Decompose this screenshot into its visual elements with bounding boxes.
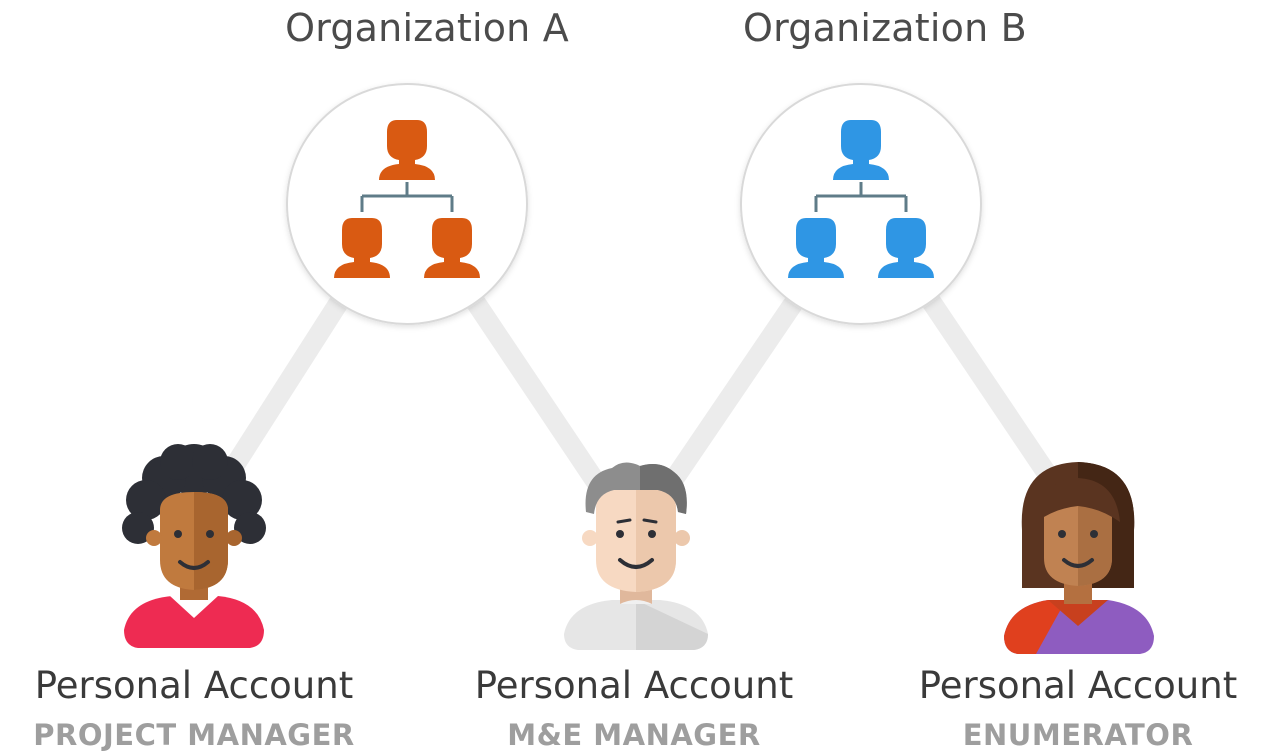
connector-org-a-to-account-2	[452, 272, 610, 498]
account-1-role: PROJECT MANAGER	[33, 718, 355, 752]
org-a-node	[286, 83, 528, 325]
account-1-title: Personal Account	[34, 664, 354, 707]
connector-org-b-to-account-3	[908, 272, 1068, 500]
account-3-role: ENUMERATOR	[962, 718, 1194, 752]
org-b-title: Organization B	[743, 6, 1027, 50]
account-2-role: M&E MANAGER	[507, 718, 761, 752]
org-b-node	[740, 83, 982, 325]
long-hair-person-avatar	[1004, 462, 1154, 654]
org-chart-icon	[334, 120, 480, 278]
account-3-title: Personal Account	[918, 664, 1238, 707]
curly-hair-person-avatar	[122, 444, 266, 648]
connector-org-b-to-account-2	[658, 272, 818, 498]
org-a-title: Organization A	[285, 6, 569, 50]
grey-hair-person-avatar	[564, 462, 708, 650]
connector-org-a-to-account-1	[218, 272, 362, 486]
account-2-title: Personal Account	[474, 664, 794, 707]
org-chart-icon	[788, 120, 934, 278]
connector-lines	[218, 272, 1068, 500]
